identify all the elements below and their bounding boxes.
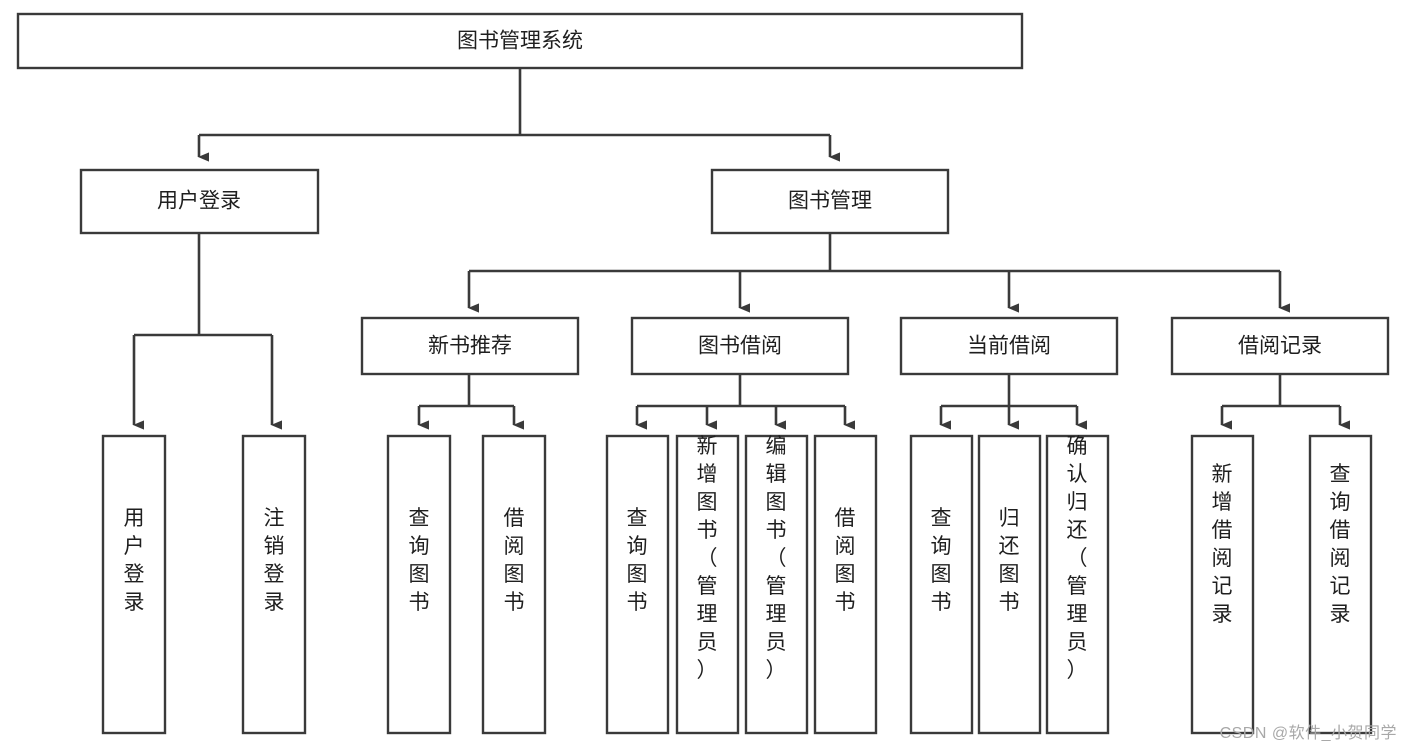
leaf-new-book-0-box[interactable] — [386, 434, 452, 735]
leaf-borrow-record-0[interactable]: 新增借阅记录 — [1190, 434, 1255, 735]
node-new-book-recommend[interactable]: 新书推荐 — [360, 316, 580, 376]
leaf-borrow-record-0-label: 新增借阅记录 — [1212, 463, 1233, 626]
leaf-book-borrow-2-box[interactable] — [744, 434, 809, 735]
node-book-management-label: 图书管理 — [788, 190, 872, 213]
leaf-book-borrow-0[interactable]: 查询图书 — [605, 434, 670, 735]
node-borrow-record[interactable]: 借阅记录 — [1170, 316, 1390, 376]
leaf-borrow-record-1-label: 查询借阅记录 — [1330, 463, 1351, 626]
leaf-user-login-1[interactable]: 注销登录 — [241, 434, 307, 735]
leaf-current-borrow-1-box[interactable] — [977, 434, 1042, 735]
leaf-book-borrow-0-label: 查询图书 — [627, 507, 648, 614]
leaf-new-book-1-label: 借阅图书 — [504, 507, 525, 614]
leaf-new-book-0[interactable]: 查询图书 — [386, 434, 452, 735]
leaf-book-borrow-3-box[interactable] — [813, 434, 878, 735]
leaf-user-login-0-box[interactable] — [101, 434, 167, 735]
leaf-book-borrow-0-box[interactable] — [605, 434, 670, 735]
node-root-system[interactable]: 图书管理系统 — [16, 12, 1024, 70]
node-borrow-record-box[interactable] — [1170, 316, 1390, 376]
node-current-borrow-box[interactable] — [899, 316, 1119, 376]
leaf-book-borrow-3[interactable]: 借阅图书 — [813, 434, 878, 735]
leaf-new-book-1-box[interactable] — [481, 434, 547, 735]
leaf-current-borrow-2-box[interactable] — [1045, 434, 1110, 735]
leaf-book-borrow-3-label: 借阅图书 — [835, 507, 856, 614]
leaf-current-borrow-0-label: 查询图书 — [931, 507, 952, 614]
leaf-book-borrow-1-label: 新增图书（管理员） — [697, 435, 718, 682]
node-user-login-label: 用户登录 — [157, 190, 241, 213]
leaf-user-login-0[interactable]: 用户登录 — [101, 434, 167, 735]
node-book-borrow-box[interactable] — [630, 316, 850, 376]
watermark: CSDN @软件_小贺同学 — [1219, 725, 1397, 742]
node-new-book-recommend-box[interactable] — [360, 316, 580, 376]
leaf-new-book-0-label: 查询图书 — [409, 507, 430, 614]
node-new-book-recommend-label: 新书推荐 — [428, 335, 512, 358]
leaf-borrow-record-0-box[interactable] — [1190, 434, 1255, 735]
node-root-label: 图书管理系统 — [457, 30, 583, 53]
leaf-current-borrow-1[interactable]: 归还图书 — [977, 434, 1042, 735]
leaf-book-borrow-1-box[interactable] — [675, 434, 740, 735]
node-book-borrow[interactable]: 图书借阅 — [630, 316, 850, 376]
node-book-management-box[interactable] — [710, 168, 950, 235]
leaf-current-borrow-2-label: 确认归还（管理员） — [1067, 435, 1088, 682]
node-user-login[interactable]: 用户登录 — [79, 168, 320, 235]
node-current-borrow-label: 当前借阅 — [967, 335, 1051, 358]
leaf-user-login-0-label: 用户登录 — [124, 507, 145, 614]
leaf-borrow-record-1[interactable]: 查询借阅记录 — [1308, 434, 1373, 735]
node-root-box[interactable] — [16, 12, 1024, 70]
leaf-book-borrow-2-label: 编辑图书（管理员） — [766, 435, 787, 682]
leaf-user-login-1-box[interactable] — [241, 434, 307, 735]
leaf-current-borrow-2[interactable]: 确认归还（管理员） — [1045, 434, 1110, 735]
node-book-management[interactable]: 图书管理 — [710, 168, 950, 235]
leaf-user-login-1-label: 注销登录 — [264, 507, 285, 614]
node-borrow-record-label: 借阅记录 — [1238, 335, 1322, 358]
leaf-current-borrow-1-label: 归还图书 — [999, 507, 1020, 614]
connector-layer — [132, 68, 1350, 430]
node-user-login-box[interactable] — [79, 168, 320, 235]
leaf-book-borrow-1[interactable]: 新增图书（管理员） — [675, 434, 740, 735]
leaf-borrow-record-1-box[interactable] — [1308, 434, 1373, 735]
leaf-current-borrow-0[interactable]: 查询图书 — [909, 434, 974, 735]
leaf-book-borrow-2[interactable]: 编辑图书（管理员） — [744, 434, 809, 735]
node-book-borrow-label: 图书借阅 — [698, 335, 782, 358]
node-current-borrow[interactable]: 当前借阅 — [899, 316, 1119, 376]
leaf-current-borrow-0-box[interactable] — [909, 434, 974, 735]
leaf-new-book-1[interactable]: 借阅图书 — [481, 434, 547, 735]
